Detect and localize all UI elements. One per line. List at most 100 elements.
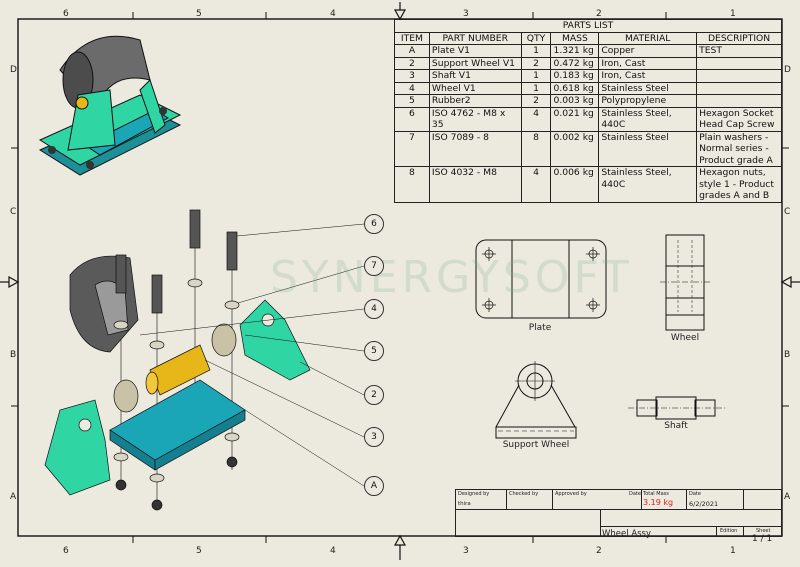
shaft-view	[628, 396, 725, 420]
cell-mass: 0.472 kg	[550, 56, 600, 70]
cell-description: TEST	[696, 44, 782, 58]
parts-list-table: PARTS LIST ITEM PART NUMBER QTY MASS MAT…	[394, 19, 782, 203]
zone-label-left: B	[10, 350, 17, 360]
cell-item: A	[394, 44, 430, 58]
cell-mass: 0.021 kg	[550, 106, 600, 132]
zone-label-left: A	[10, 492, 17, 502]
date-label: Date	[629, 491, 641, 497]
cell-item: 8	[394, 166, 430, 203]
cell-material: Stainless Steel	[598, 130, 698, 167]
cell-material: Polypropylene	[598, 94, 698, 108]
zone-label-right: B	[784, 350, 791, 360]
zone-label-right: D	[784, 65, 791, 75]
cell-part-number: Shaft V1	[428, 69, 522, 83]
exploded-assembly-view	[44, 209, 365, 511]
cell-part-number: ISO 7089 - 8	[428, 130, 522, 167]
cell-description	[696, 81, 782, 95]
zone-label-left: D	[10, 65, 17, 75]
sheet-number: 1 / 1	[752, 534, 773, 544]
zone-label-bottom: 3	[463, 546, 469, 556]
balloon-item-7: 7	[364, 256, 384, 276]
column-header: ITEM	[394, 31, 430, 45]
cell-item: 2	[394, 56, 430, 70]
cell-mass: 0.002 kg	[550, 130, 600, 167]
cell-item: 7	[394, 130, 430, 167]
sheet-label: Sheet	[756, 528, 771, 534]
date-value: 6/2/2021	[689, 500, 719, 508]
wheel-view-label: Wheel	[670, 333, 700, 343]
cell-item: 3	[394, 69, 430, 83]
column-header: MASS	[550, 31, 600, 45]
column-header: PART NUMBER	[428, 31, 522, 45]
zone-label-left: C	[10, 207, 17, 217]
designed-by-label: Designed by	[458, 491, 490, 497]
cell-qty: 8	[520, 130, 552, 167]
cell-item: 4	[394, 81, 430, 95]
cell-description: Plain washers - Normal series - Product …	[696, 130, 782, 167]
cell-description	[696, 56, 782, 70]
balloon-item-2: 2	[364, 385, 384, 405]
cell-material: Stainless Steel, 440C	[598, 166, 698, 203]
zone-label-top: 4	[330, 9, 336, 19]
total-mass-value: 3.19 kg	[643, 498, 674, 507]
cell-description	[696, 69, 782, 83]
zone-label-right: A	[784, 492, 791, 502]
cell-qty: 1	[520, 44, 552, 58]
cell-mass: 1.321 kg	[550, 44, 600, 58]
checked-by-label: Checked by	[509, 491, 539, 497]
cell-material: Iron, Cast	[598, 69, 698, 83]
cell-part-number: Wheel V1	[428, 81, 522, 95]
balloon-item-6: 6	[364, 214, 384, 234]
shaft-view-label: Shaft	[664, 421, 688, 431]
zone-label-top: 3	[463, 9, 469, 19]
edition-label: Edition	[720, 528, 738, 534]
zone-label-bottom: 6	[63, 546, 69, 556]
cell-part-number: ISO 4762 - M8 x 35	[428, 106, 522, 132]
cell-material: Stainless Steel, 440C	[598, 106, 698, 132]
cell-material: Copper	[598, 44, 698, 58]
zone-label-top: 5	[196, 9, 202, 19]
parts-list-header: ITEM PART NUMBER QTY MASS MATERIAL DESCR…	[394, 31, 782, 45]
cell-qty: 4	[520, 166, 552, 203]
cell-mass: 0.618 kg	[550, 81, 600, 95]
column-header: DESCRIPTION	[696, 31, 782, 45]
cell-part-number: Rubber2	[428, 94, 522, 108]
balloon-item-3: 3	[364, 427, 384, 447]
zone-label-right: C	[784, 207, 791, 217]
balloon-item-a: A	[364, 476, 384, 496]
cell-description	[696, 94, 782, 108]
cell-material: Stainless Steel	[598, 81, 698, 95]
zone-label-bottom: 5	[196, 546, 202, 556]
cell-qty: 2	[520, 56, 552, 70]
plate-view	[475, 239, 607, 319]
zone-label-bottom: 2	[596, 546, 602, 556]
parts-list-title: PARTS LIST	[394, 19, 782, 33]
zone-label-bottom: 1	[730, 546, 736, 556]
approved-by-label: Approved by	[555, 491, 587, 497]
cell-mass: 0.006 kg	[550, 166, 600, 203]
cell-part-number: ISO 4032 - M8	[428, 166, 522, 203]
column-header: MATERIAL	[598, 31, 698, 45]
cell-part-number: Support Wheel V1	[428, 56, 522, 70]
isometric-assembly-view	[38, 35, 182, 176]
cell-qty: 4	[520, 106, 552, 132]
support-wheel-view-label: Support Wheel	[502, 440, 570, 450]
wheel-view	[660, 234, 710, 331]
cell-item: 6	[394, 106, 430, 132]
cell-material: Iron, Cast	[598, 56, 698, 70]
support-wheel-view	[495, 361, 577, 439]
total-mass-label: Total Mass	[643, 491, 669, 497]
balloon-item-5: 5	[364, 341, 384, 361]
zone-label-bottom: 4	[330, 546, 336, 556]
balloon-item-4: 4	[364, 299, 384, 319]
watermark: SYNERGYSOFT	[270, 252, 633, 303]
cell-description: Hexagon nuts, style 1 - Product grades A…	[696, 166, 782, 203]
cell-mass: 0.183 kg	[550, 69, 600, 83]
